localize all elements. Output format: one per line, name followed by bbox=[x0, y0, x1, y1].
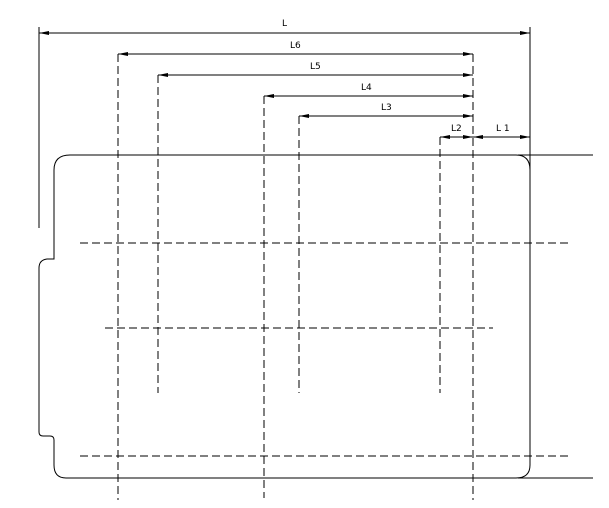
dim-label-L1: L 1 bbox=[496, 124, 510, 134]
dim-label-L3: L3 bbox=[381, 103, 392, 113]
dim-label-L6: L6 bbox=[290, 41, 301, 51]
dim-label-L5: L5 bbox=[310, 62, 321, 72]
plate-outline bbox=[38, 154, 531, 479]
dim-label-L2: L2 bbox=[451, 124, 462, 134]
dim-label-L: L bbox=[282, 19, 287, 29]
dim-label-L4: L4 bbox=[361, 83, 372, 93]
